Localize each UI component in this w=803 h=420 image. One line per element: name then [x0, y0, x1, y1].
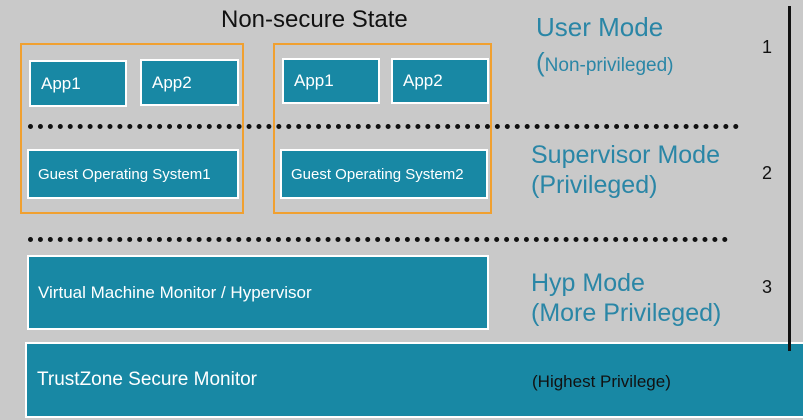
- supervisor-mode-label: Supervisor Mode (Privileged): [531, 140, 720, 200]
- app-label: App2: [403, 71, 443, 90]
- privilege-level-number: 2: [762, 163, 773, 183]
- supervisor-mode-name: Supervisor Mode: [531, 141, 720, 169]
- app-box: App2: [391, 58, 489, 104]
- privilege-axis-line: [788, 6, 791, 351]
- guest-os-label: Guest Operating System1: [38, 165, 211, 183]
- monitor-mode-note: (Highest Privilege): [532, 372, 671, 391]
- app-box: App1: [29, 60, 127, 107]
- privilege-level-number: 1: [762, 37, 773, 57]
- user-mode-name: User Mode: [536, 12, 664, 42]
- supervisor-mode-note: (Privileged): [531, 171, 658, 199]
- hypervisor-box: Virtual Machine Monitor / Hypervisor: [27, 255, 489, 330]
- trustzone-monitor-box: TrustZone Secure Monitor: [25, 342, 803, 418]
- app-box: App1: [282, 58, 380, 104]
- app-label: App1: [294, 71, 334, 90]
- hyp-mode-note: (More Privileged): [531, 299, 722, 327]
- supervisor-hyp-divider: [28, 237, 728, 242]
- hypervisor-label: Virtual Machine Monitor / Hypervisor: [38, 282, 312, 302]
- privilege-level-number: 3: [762, 277, 773, 297]
- user-mode-note-paren: (: [536, 47, 545, 78]
- trustzone-label: TrustZone Secure Monitor: [37, 369, 257, 390]
- app-label: App2: [152, 72, 192, 92]
- user-mode-label: User Mode (Non-privileged): [536, 12, 674, 78]
- hyp-mode-label: Hyp Mode (More Privileged): [531, 268, 721, 328]
- non-secure-state-title: Non-secure State: [221, 6, 408, 33]
- user-mode-note-text: Non-privileged): [544, 55, 674, 77]
- guest-os-box: Guest Operating System1: [27, 149, 239, 199]
- app-box: App2: [140, 59, 239, 106]
- guest-os-box: Guest Operating System2: [280, 149, 488, 199]
- hyp-mode-name: Hyp Mode: [531, 269, 645, 297]
- guest-os-label: Guest Operating System2: [291, 165, 464, 183]
- app-label: App1: [41, 73, 81, 93]
- user-supervisor-divider: [28, 124, 739, 129]
- user-mode-note: (Non-privileged): [536, 47, 674, 78]
